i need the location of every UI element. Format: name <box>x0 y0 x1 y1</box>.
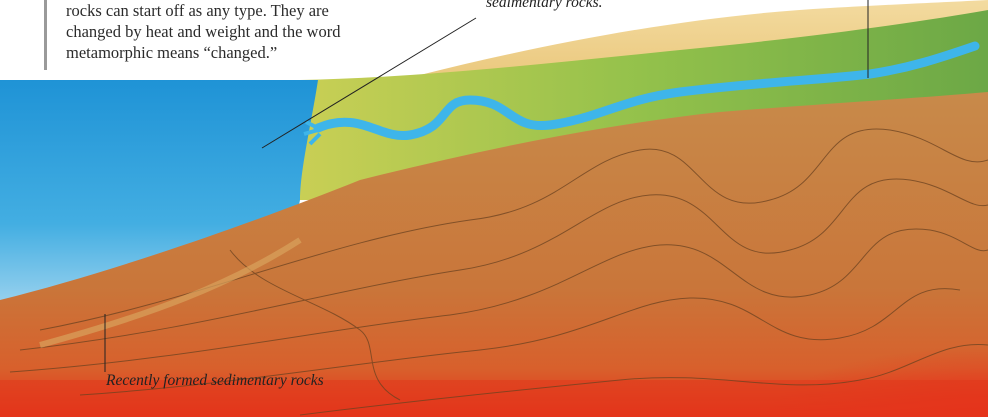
caption-recent-sedimentary-rocks: Recently formed sedimentary rocks <box>106 372 324 390</box>
caption-sedimentary-rocks: sedimentary rocks. <box>486 0 603 12</box>
intro-paragraph: rocks can start off as any type. They ar… <box>66 0 466 63</box>
intro-line-2: changed by heat and weight and the word <box>66 21 466 42</box>
text-margin-bar <box>44 0 47 70</box>
intro-line-1: rocks can start off as any type. They ar… <box>66 0 466 21</box>
intro-line-3: metamorphic means “changed.” <box>66 42 466 63</box>
